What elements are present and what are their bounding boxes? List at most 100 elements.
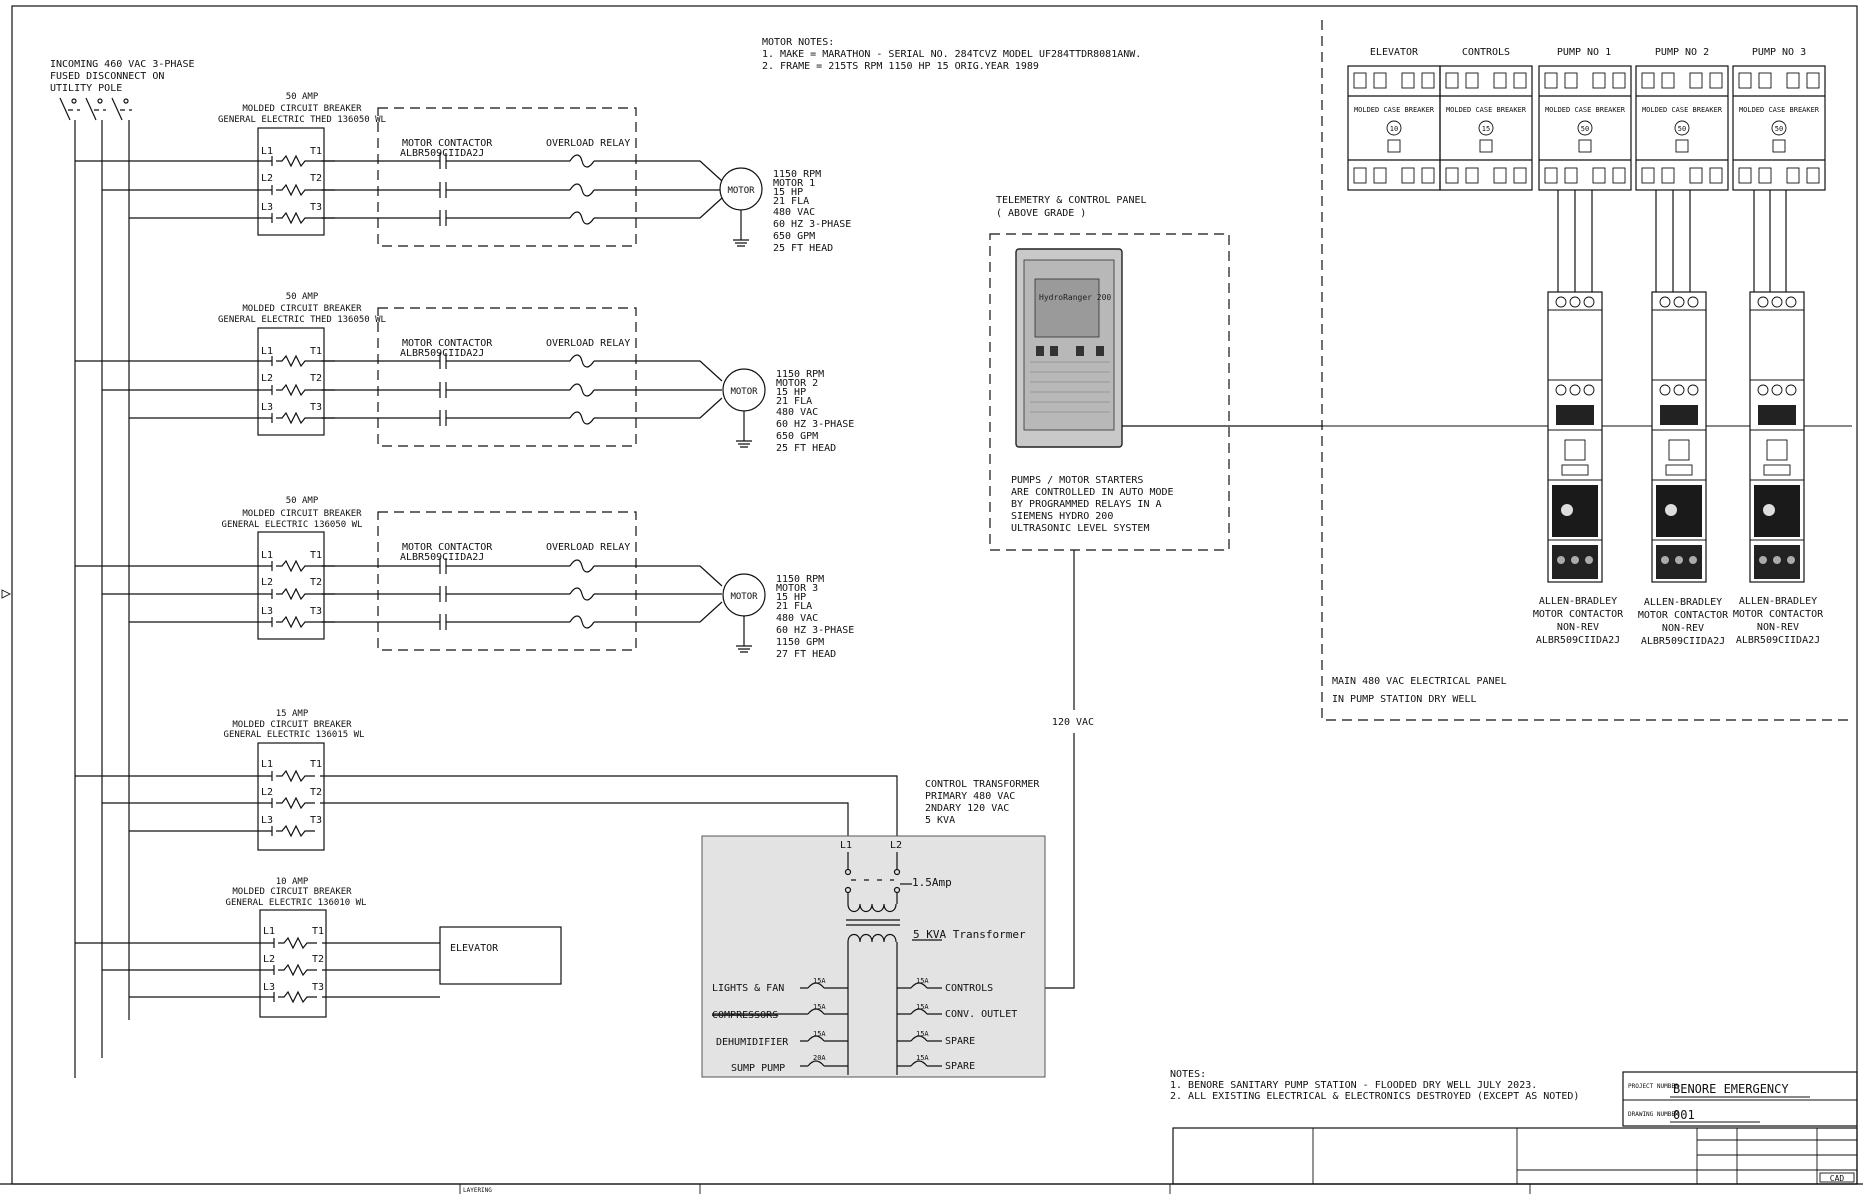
panel-breaker-pump-3: PUMP NO 3 MOLDED CASE BREAKER 50 xyxy=(1732,47,1826,191)
svg-text:L2: L2 xyxy=(261,373,273,384)
notes-2: 2. ALL EXISTING ELECTRICAL & ELECTRONICS… xyxy=(1170,1091,1579,1102)
svg-text:L3: L3 xyxy=(261,815,273,826)
svg-text:15 HP: 15 HP xyxy=(776,387,806,398)
svg-text:10: 10 xyxy=(1390,125,1398,133)
svg-text:T1: T1 xyxy=(310,759,322,770)
svg-text:60 HZ 3-PHASE: 60 HZ 3-PHASE xyxy=(776,625,854,636)
load-dehumidifier: DEHUMIDIFIER xyxy=(716,1037,789,1048)
svg-text:L1: L1 xyxy=(261,550,273,561)
svg-text:ARE CONTROLLED IN AUTO MODE: ARE CONTROLLED IN AUTO MODE xyxy=(1011,487,1174,498)
ab-contactor-2: ALLEN-BRADLEY MOTOR CONTACTOR NON-REV AL… xyxy=(1638,291,1729,647)
load-compressors: COMPRESSORS xyxy=(712,1010,778,1021)
fuse-rating: 1.5Amp xyxy=(912,876,952,889)
svg-text:L1: L1 xyxy=(261,759,273,770)
svg-text:ALBR509CIIDA2J: ALBR509CIIDA2J xyxy=(400,348,484,359)
svg-text:OVERLOAD RELAY: OVERLOAD RELAY xyxy=(546,338,630,349)
svg-text:650 GPM: 650 GPM xyxy=(776,431,818,442)
svg-text:IN PUMP STATION DRY WELL: IN PUMP STATION DRY WELL xyxy=(1332,694,1477,705)
svg-text:MAIN 480 VAC ELECTRICAL PANEL: MAIN 480 VAC ELECTRICAL PANEL xyxy=(1332,676,1507,687)
svg-text:L2: L2 xyxy=(261,787,273,798)
breaker-1-type: MOLDED CIRCUIT BREAKER xyxy=(242,104,362,114)
svg-text:TELEMETRY & CONTROL PANEL: TELEMETRY & CONTROL PANEL xyxy=(996,195,1147,206)
svg-text:15 HP: 15 HP xyxy=(773,187,803,198)
svg-text:MOTOR CONTACTOR: MOTOR CONTACTOR xyxy=(1733,609,1824,620)
svg-text:ALBR509CIIDA2J: ALBR509CIIDA2J xyxy=(400,148,484,159)
drawing-number: 001 xyxy=(1673,1108,1695,1122)
vac-120-label: 120 VAC xyxy=(1052,717,1094,728)
svg-text:DRAWING NUMBER: DRAWING NUMBER xyxy=(1628,1111,1679,1118)
elevator-branch: 10 AMP MOLDED CIRCUIT BREAKER GENERAL EL… xyxy=(75,877,562,1018)
svg-text:650 GPM: 650 GPM xyxy=(773,231,815,242)
transformer-photo-panel xyxy=(701,835,1046,1078)
svg-text:NON-REV: NON-REV xyxy=(1662,623,1704,634)
svg-text:50 AMP: 50 AMP xyxy=(286,292,319,302)
svg-text:MOTOR 2: MOTOR 2 xyxy=(776,378,818,389)
svg-text:MOLDED CASE BREAKER: MOLDED CASE BREAKER xyxy=(1642,106,1723,114)
breaker-1-amp: 50 AMP xyxy=(286,92,319,102)
svg-text:MOTOR: MOTOR xyxy=(730,387,758,397)
hydroranger-label: HydroRanger 200 xyxy=(1039,293,1111,302)
svg-text:MOLDED CASE BREAKER: MOLDED CASE BREAKER xyxy=(1354,106,1435,114)
svg-text:SIEMENS HYDRO 200: SIEMENS HYDRO 200 xyxy=(1011,511,1113,522)
panel-breakers: ELEVATOR MOLDED CASE BREAKER 10 CONTROLS… xyxy=(1347,47,1826,191)
svg-text:50: 50 xyxy=(1775,125,1783,133)
svg-text:MOTOR 3: MOTOR 3 xyxy=(776,583,818,594)
svg-text:21 FLA: 21 FLA xyxy=(776,396,812,407)
svg-text:T1: T1 xyxy=(310,146,322,157)
svg-text:27 FT HEAD: 27 FT HEAD xyxy=(776,649,836,660)
contactor-feeders xyxy=(1557,190,1787,292)
load-spare-2: SPARE xyxy=(945,1061,975,1072)
motor-notes-title: MOTOR NOTES: xyxy=(762,37,834,48)
svg-text:25 FT HEAD: 25 FT HEAD xyxy=(773,243,833,254)
svg-text:T3: T3 xyxy=(310,402,322,413)
svg-text:T3: T3 xyxy=(312,982,324,993)
ab-contactor-3: ALLEN-BRADLEY MOTOR CONTACTOR NON-REV AL… xyxy=(1733,291,1824,646)
svg-text:T1: T1 xyxy=(310,550,322,561)
svg-text:MOLDED CIRCUIT BREAKER: MOLDED CIRCUIT BREAKER xyxy=(232,887,352,897)
svg-text:BY PROGRAMMED RELAYS IN A: BY PROGRAMMED RELAYS IN A xyxy=(1011,499,1162,510)
svg-text:PUMPS / MOTOR STARTERS: PUMPS / MOTOR STARTERS xyxy=(1011,475,1143,486)
elevator-load-label: ELEVATOR xyxy=(450,943,499,954)
svg-text:ULTRASONIC LEVEL SYSTEM: ULTRASONIC LEVEL SYSTEM xyxy=(1011,523,1149,534)
svg-text:T3: T3 xyxy=(310,606,322,617)
svg-text:1150 RPM: 1150 RPM xyxy=(776,369,824,380)
svg-text:15A: 15A xyxy=(916,1030,929,1038)
svg-text:ALBR509CIIDA2J: ALBR509CIIDA2J xyxy=(1641,636,1725,647)
breaker-1-model: GENERAL ELECTRIC THED 136050 WL xyxy=(218,115,386,125)
svg-text:50: 50 xyxy=(1678,125,1686,133)
svg-text:T3: T3 xyxy=(310,815,322,826)
svg-text:15A: 15A xyxy=(916,977,929,985)
load-spare-1: SPARE xyxy=(945,1036,975,1047)
svg-text:480 VAC: 480 VAC xyxy=(773,207,815,218)
svg-text:ALBR509CIIDA2J: ALBR509CIIDA2J xyxy=(1736,635,1820,646)
svg-text:L3: L3 xyxy=(261,606,273,617)
svg-text:T1: T1 xyxy=(312,926,324,937)
svg-text:GENERAL ELECTRIC 136010 WL: GENERAL ELECTRIC 136010 WL xyxy=(226,898,367,908)
svg-text:MOTOR: MOTOR xyxy=(727,186,755,196)
load-lights-fan: LIGHTS & FAN xyxy=(712,983,784,994)
svg-text:480 VAC: 480 VAC xyxy=(776,613,818,624)
svg-text:PUMP NO 3: PUMP NO 3 xyxy=(1752,47,1806,58)
motor-notes-1: 1. MAKE = MARATHON - SERIAL NO. 284TCVZ … xyxy=(762,49,1141,60)
svg-text:ALBR509CIIDA2J: ALBR509CIIDA2J xyxy=(1536,635,1620,646)
svg-text:GENERAL ELECTRIC 136050 WL: GENERAL ELECTRIC 136050 WL xyxy=(222,520,363,530)
load-controls: CONTROLS xyxy=(945,983,993,994)
project-name: BENORE EMERGENCY xyxy=(1673,1082,1789,1096)
svg-text:MOLDED CASE BREAKER: MOLDED CASE BREAKER xyxy=(1739,106,1820,114)
svg-text:ALLEN-BRADLEY: ALLEN-BRADLEY xyxy=(1539,596,1617,607)
svg-text:T3: T3 xyxy=(310,202,322,213)
svg-text:480 VAC: 480 VAC xyxy=(776,407,818,418)
load-conv-outlet: CONV. OUTLET xyxy=(945,1009,1017,1020)
svg-text:GENERAL ELECTRIC THED 136050 W: GENERAL ELECTRIC THED 136050 WL xyxy=(218,315,386,325)
svg-text:MOTOR 1: MOTOR 1 xyxy=(773,178,815,189)
svg-text:ELEVATOR: ELEVATOR xyxy=(1370,47,1419,58)
svg-text:60 HZ 3-PHASE: 60 HZ 3-PHASE xyxy=(776,419,854,430)
svg-text:ALLEN-BRADLEY: ALLEN-BRADLEY xyxy=(1644,597,1722,608)
svg-text:15: 15 xyxy=(1482,125,1490,133)
breaker-1-box xyxy=(257,127,325,236)
svg-text:15A: 15A xyxy=(916,1003,929,1011)
panel-breaker-elevator: ELEVATOR MOLDED CASE BREAKER 10 xyxy=(1347,47,1441,191)
svg-text:PROJECT NUMBER: PROJECT NUMBER xyxy=(1628,1083,1679,1090)
svg-text:MOTOR: MOTOR xyxy=(730,592,758,602)
